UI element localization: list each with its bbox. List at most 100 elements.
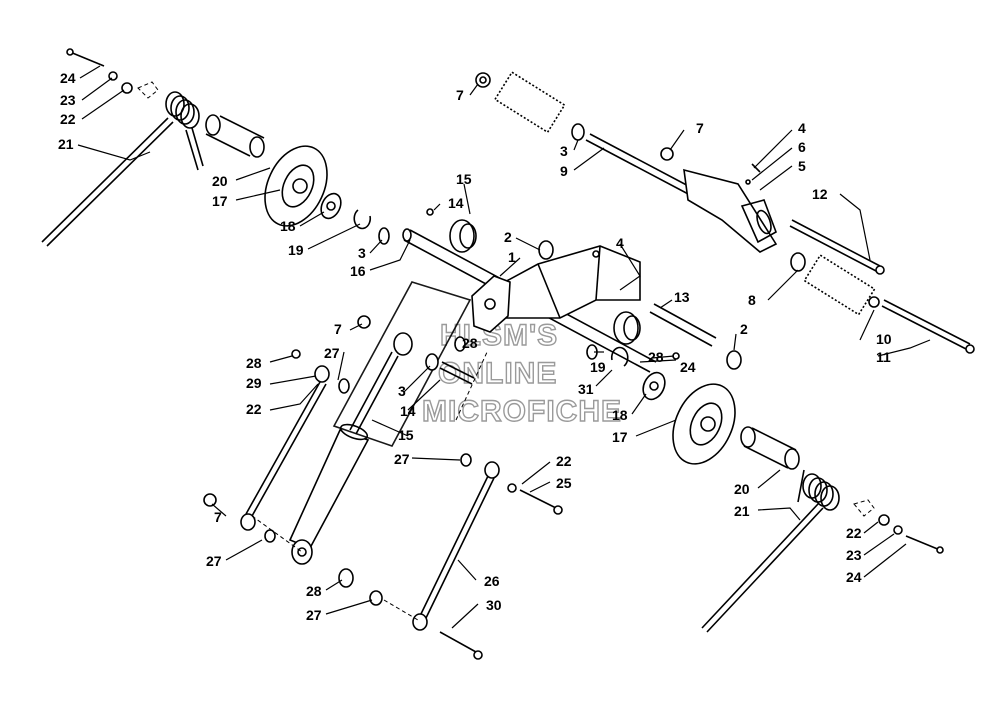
washer bbox=[121, 82, 133, 94]
bushing bbox=[538, 240, 554, 260]
callout-label: 24 bbox=[680, 359, 696, 375]
bearing bbox=[642, 371, 666, 401]
callout-label: 27 bbox=[324, 345, 340, 361]
callout-label: 22 bbox=[246, 401, 262, 417]
callout-label: 21 bbox=[58, 136, 74, 152]
spacer-tube bbox=[740, 426, 800, 470]
washer bbox=[291, 349, 301, 359]
watermark-line-3: MICROFICHE bbox=[422, 395, 622, 428]
nut bbox=[203, 493, 217, 507]
bushing bbox=[613, 311, 639, 345]
callout-label: 11 bbox=[876, 349, 891, 365]
callout-label: 6 bbox=[798, 139, 806, 155]
callout-label: 16 bbox=[350, 263, 366, 279]
shock-eye bbox=[393, 332, 413, 356]
callout-label: 23 bbox=[846, 547, 862, 563]
callout-label: 3 bbox=[560, 143, 568, 159]
callout-label: 7 bbox=[696, 120, 704, 136]
callout-label: 22 bbox=[60, 111, 76, 127]
callout-label: 21 bbox=[734, 503, 750, 519]
upper-left-assembly bbox=[41, 48, 390, 247]
bolt bbox=[439, 631, 477, 653]
washer bbox=[868, 296, 880, 308]
bolt-shaft bbox=[905, 535, 941, 551]
callout-label: 15 bbox=[398, 427, 414, 443]
bolt bbox=[439, 367, 473, 385]
torsion-spring bbox=[797, 469, 840, 511]
callout-label: 27 bbox=[206, 553, 222, 569]
callout-label: 30 bbox=[486, 597, 502, 613]
callout-label: 28 bbox=[648, 349, 664, 365]
callout-label: 7 bbox=[456, 87, 464, 103]
callout-label: 31 bbox=[578, 381, 594, 397]
callout-label: 12 bbox=[812, 186, 828, 202]
idler-wheel bbox=[264, 145, 328, 227]
washer bbox=[878, 514, 890, 526]
callout-label: 22 bbox=[846, 525, 862, 541]
shock-rod bbox=[349, 351, 393, 431]
link-rod bbox=[419, 475, 489, 617]
spring-cap bbox=[137, 81, 159, 99]
callout-label: 17 bbox=[212, 193, 228, 209]
callout-label: 14 bbox=[448, 195, 464, 211]
callout-label: 28 bbox=[462, 335, 478, 351]
nut bbox=[475, 72, 491, 88]
callout-label: 20 bbox=[734, 481, 750, 497]
callout-label: 28 bbox=[306, 583, 322, 599]
torsion-spring bbox=[165, 91, 204, 171]
link-rod bbox=[245, 381, 321, 515]
spring-arm bbox=[41, 117, 169, 243]
watermark-line-2: ONLINE bbox=[438, 357, 557, 390]
leader-lines bbox=[77, 65, 931, 629]
callout-label: 19 bbox=[590, 359, 606, 375]
bolt bbox=[519, 489, 557, 509]
callout-label: 10 bbox=[876, 331, 892, 347]
shock-eye bbox=[291, 539, 313, 565]
bushing bbox=[338, 568, 354, 588]
callout-label: 18 bbox=[612, 407, 628, 423]
callout-label: 13 bbox=[674, 289, 690, 305]
callout-label: 24 bbox=[60, 70, 76, 86]
bushing bbox=[314, 365, 330, 383]
callout-label: 8 bbox=[748, 292, 756, 308]
callout-label: 20 bbox=[212, 173, 228, 189]
callout-label: 3 bbox=[358, 245, 366, 261]
bolt bbox=[881, 305, 969, 351]
long-bolt bbox=[585, 139, 693, 197]
callout-label: 19 bbox=[288, 242, 304, 258]
callouts: 24 23 22 21 20 17 18 19 3 16 7 3 9 7 4 6… bbox=[58, 70, 892, 623]
bushing bbox=[425, 353, 439, 371]
snap-ring bbox=[610, 346, 629, 367]
bushing bbox=[726, 350, 742, 370]
decal bbox=[493, 71, 566, 134]
callout-label: 4 bbox=[798, 120, 806, 136]
callout-label: 27 bbox=[394, 451, 410, 467]
snap-ring bbox=[353, 209, 372, 230]
callout-label: 27 bbox=[306, 607, 322, 623]
nut bbox=[660, 147, 674, 161]
lock-washer bbox=[893, 525, 903, 535]
bushing bbox=[790, 252, 806, 272]
callout-label: 26 bbox=[484, 573, 500, 589]
pin bbox=[649, 311, 713, 347]
bolt bbox=[789, 225, 879, 273]
callout-label: 23 bbox=[60, 92, 76, 108]
callout-label: 29 bbox=[246, 375, 262, 391]
callout-label: 2 bbox=[740, 321, 748, 337]
shock-assembly bbox=[203, 281, 563, 660]
spring-cap bbox=[853, 499, 875, 517]
callout-label: 4 bbox=[616, 235, 624, 251]
side-plate bbox=[471, 275, 511, 333]
bolt-shaft bbox=[69, 51, 105, 67]
nut bbox=[357, 315, 371, 329]
idler-wheel bbox=[672, 383, 736, 465]
callout-label: 14 bbox=[400, 403, 416, 419]
bushing bbox=[571, 123, 585, 141]
bolt-head bbox=[66, 48, 74, 56]
shock-absorber bbox=[288, 428, 370, 550]
bushing bbox=[449, 219, 475, 253]
callout-label: 7 bbox=[214, 509, 222, 525]
callout-label: 7 bbox=[334, 321, 342, 337]
decal bbox=[803, 254, 876, 316]
